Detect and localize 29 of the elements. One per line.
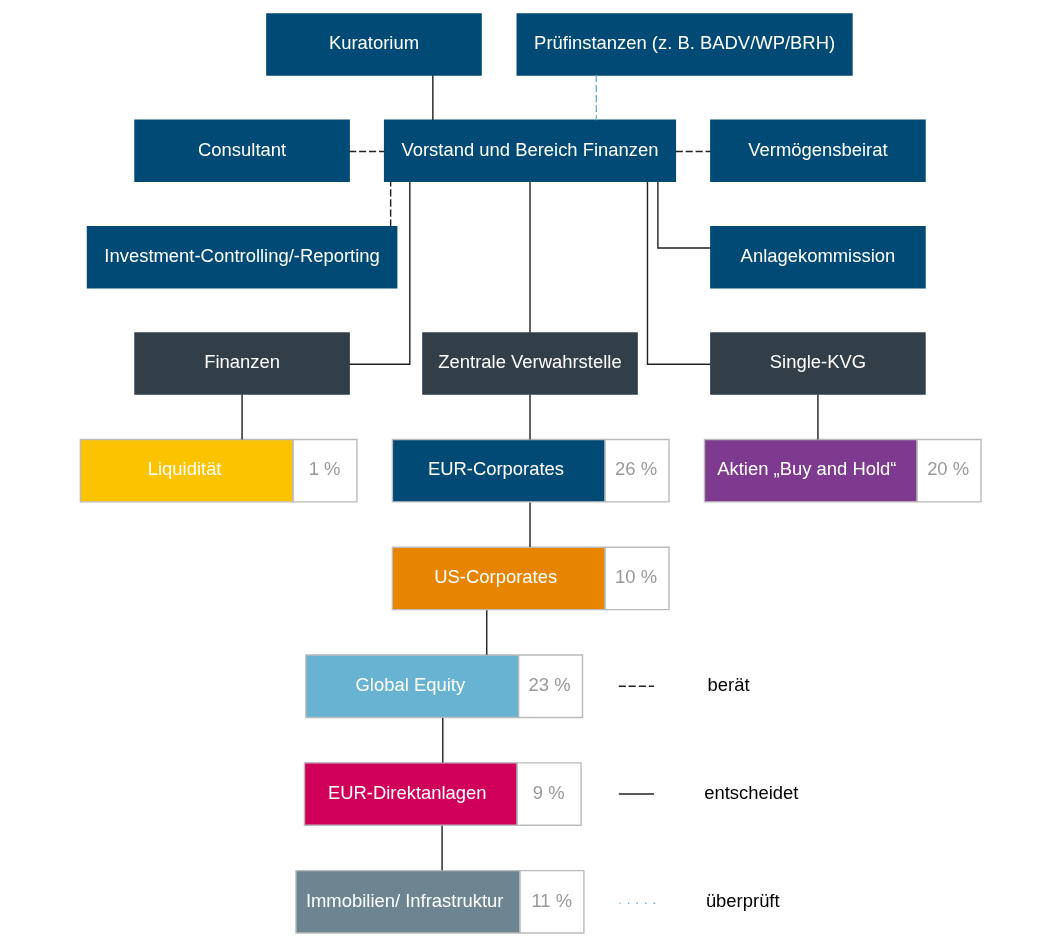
- node-box: Investment-Controlling/-Reporting: [86, 226, 397, 289]
- connector: [240, 393, 243, 441]
- node-box: Anlagekommission: [709, 226, 926, 289]
- connector: [674, 150, 711, 153]
- connector: [440, 825, 443, 871]
- connector: [646, 180, 711, 365]
- node-box: Prüfinstanzen (z. B. BADV/WP/BRH): [516, 13, 853, 76]
- connector: [431, 74, 434, 121]
- connector: [528, 181, 531, 334]
- connector: [528, 393, 531, 441]
- node-box: Single-KVG: [709, 332, 926, 395]
- node-box: Vermögensbeirat: [709, 119, 926, 183]
- connector: [528, 501, 531, 548]
- node-box: Consultant: [133, 119, 350, 183]
- legend-label: überprüft: [705, 889, 780, 911]
- connector: [656, 180, 711, 249]
- connector: [595, 74, 597, 121]
- connector: [389, 180, 391, 228]
- node-box: Vorstand und Bereich Finanzen: [383, 119, 676, 183]
- connector: [348, 150, 385, 153]
- connector: [816, 393, 819, 441]
- legend-label: entscheidet: [703, 781, 798, 803]
- legend-label: berät: [707, 674, 750, 696]
- connector: [485, 609, 487, 656]
- connector: [441, 717, 443, 764]
- node-box: Finanzen: [133, 332, 350, 395]
- connector: [348, 180, 410, 365]
- node-box: Kuratorium: [265, 13, 482, 76]
- node-box: Zentrale Verwahrstelle: [421, 332, 638, 395]
